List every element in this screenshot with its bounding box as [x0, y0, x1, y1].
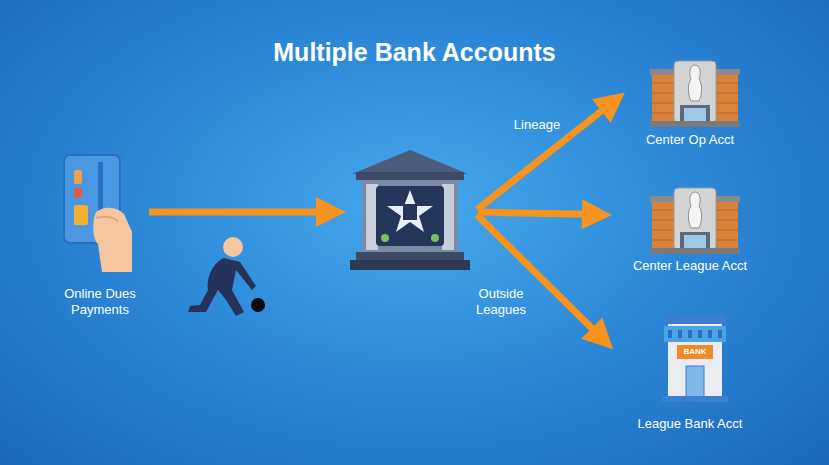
node-label: League Bank Acct: [638, 416, 743, 432]
flow-arrow: [477, 92, 625, 209]
account-node: Center League Acct: [616, 180, 764, 274]
arrow-head: [582, 199, 612, 229]
flow-arrow: [149, 197, 346, 227]
arrow-head: [592, 92, 625, 122]
edge-label: Outside Leagues: [469, 286, 533, 318]
edge-label: Lineage: [505, 117, 569, 133]
flow-arrow: [477, 215, 613, 349]
node-label: Online Dues Payments: [55, 286, 145, 318]
account-node: Center Op Acct: [628, 52, 752, 148]
flow-arrow: [478, 199, 612, 229]
arrow-head: [581, 317, 613, 349]
account-node: Online Dues Payments: [55, 148, 145, 318]
arrow-head: [316, 197, 346, 227]
account-node: League Bank Acct: [616, 310, 764, 432]
account-node: [350, 145, 474, 280]
sign-label: BANK: [677, 346, 713, 358]
diagram-title: Multiple Bank Accounts: [0, 38, 829, 67]
arrow-shaft: [149, 209, 320, 216]
node-label: Center League Acct: [633, 258, 747, 274]
arrow-shaft: [478, 212, 586, 214]
arrow-shaft: [477, 109, 604, 210]
node-label: Center Op Acct: [646, 132, 734, 148]
